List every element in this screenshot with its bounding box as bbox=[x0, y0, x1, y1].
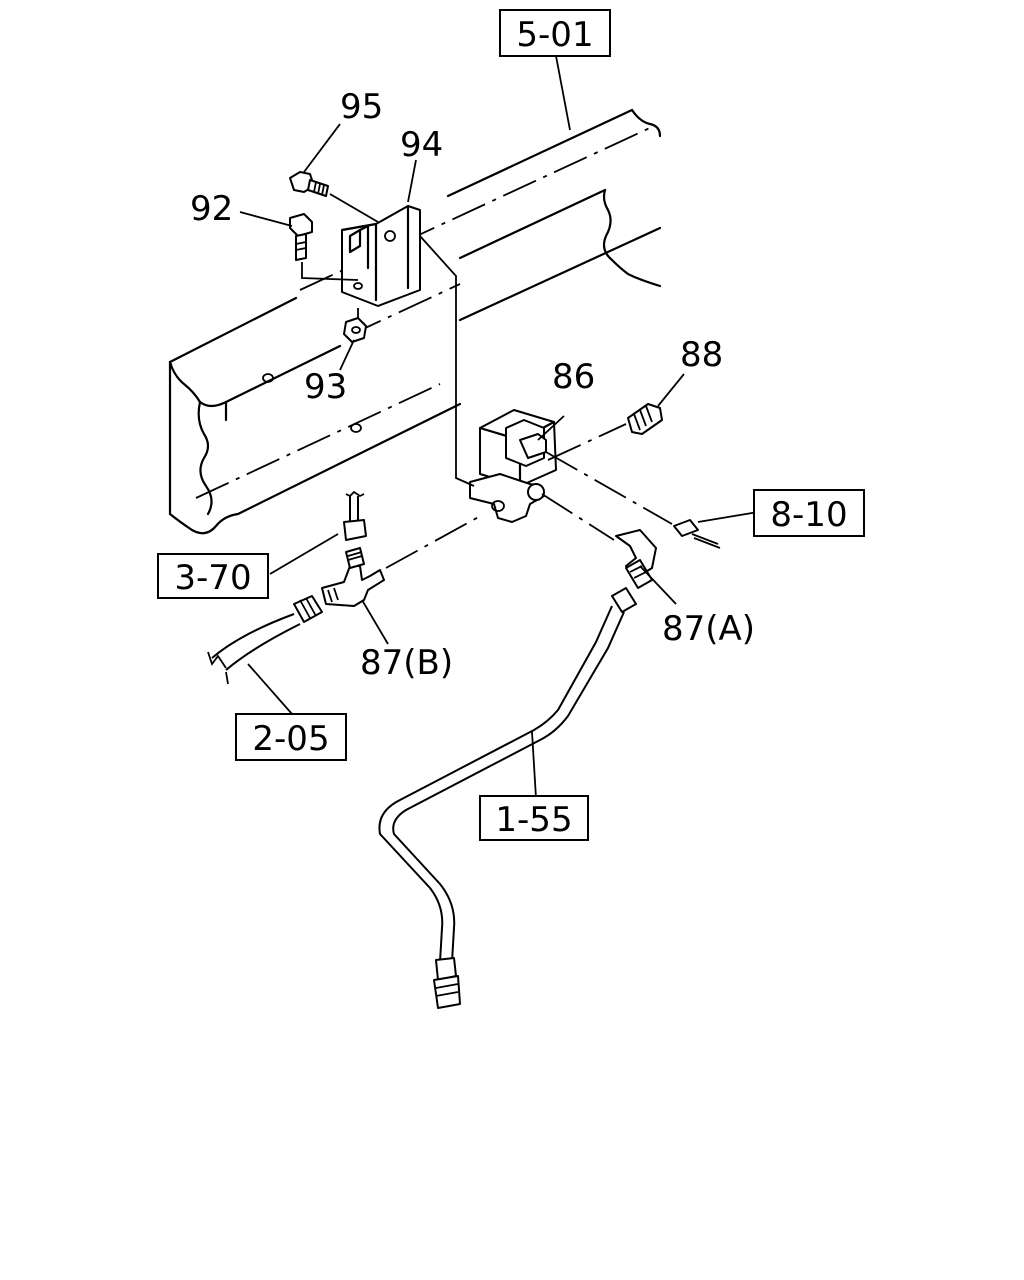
elbow-87a bbox=[541, 493, 657, 589]
ref-2-05-label: 2-05 bbox=[252, 719, 329, 759]
part-87a-label: 87(A) bbox=[662, 609, 755, 649]
valve-86 bbox=[419, 235, 557, 523]
leader-lines bbox=[239, 55, 759, 645]
nut-93 bbox=[343, 308, 367, 343]
bolt-95 bbox=[289, 171, 379, 223]
line-3-70 bbox=[269, 490, 367, 575]
tube-1-55 bbox=[378, 587, 637, 1009]
part-86-label: 86 bbox=[552, 357, 595, 397]
ref-box-5-01: 5-01 bbox=[499, 9, 611, 57]
ref-3-70-label: 3-70 bbox=[174, 558, 251, 598]
frame-rail bbox=[168, 108, 662, 535]
ref-5-01-label: 5-01 bbox=[516, 15, 593, 55]
ref-8-10-label: 8-10 bbox=[770, 495, 847, 535]
ref-box-3-70: 3-70 bbox=[157, 553, 269, 599]
tee-87b bbox=[321, 513, 485, 607]
ref-box-2-05: 2-05 bbox=[235, 713, 347, 761]
bracket bbox=[340, 204, 421, 307]
part-93-label: 93 bbox=[304, 367, 347, 407]
part-94-label: 94 bbox=[400, 125, 443, 165]
plug-88 bbox=[547, 403, 663, 461]
hose-2-05 bbox=[207, 595, 323, 715]
ref-box-1-55: 1-55 bbox=[479, 795, 589, 841]
part-87b-label: 87(B) bbox=[360, 643, 453, 683]
part-92-label: 92 bbox=[190, 189, 233, 229]
ref-box-8-10: 8-10 bbox=[753, 489, 865, 537]
connector-8-10 bbox=[545, 451, 721, 549]
part-95-label: 95 bbox=[340, 87, 383, 127]
bolt-92 bbox=[289, 213, 359, 281]
part-88-label: 88 bbox=[680, 335, 723, 375]
ref-1-55-label: 1-55 bbox=[495, 800, 572, 840]
